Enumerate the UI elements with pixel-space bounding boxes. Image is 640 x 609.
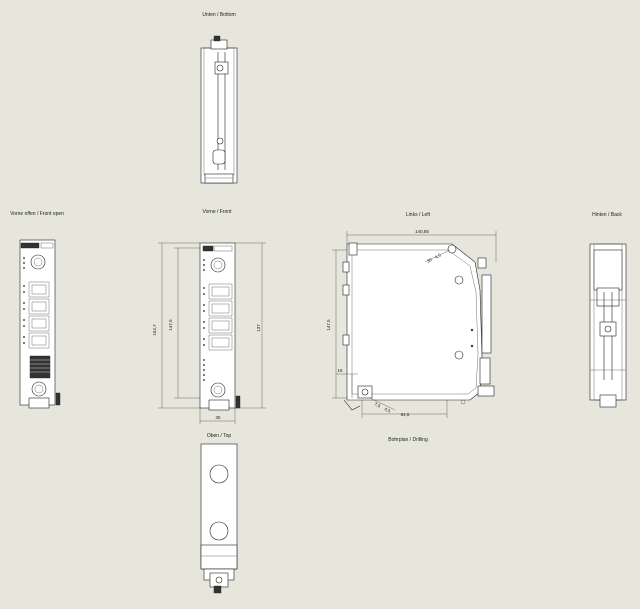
dim-front-width: 35 — [215, 415, 221, 420]
view-label-left: Links / Left — [405, 212, 431, 218]
back-view — [589, 243, 627, 408]
dim-left-drill-b: 4,5 — [384, 406, 392, 413]
view-label-front: Vorne / Front — [202, 209, 232, 215]
view-label-bottom: Unten / Bottom — [202, 12, 236, 18]
view-label-drilling: Bohrplan / Drilling — [388, 437, 428, 443]
view-label-top: Oben / Top — [206, 433, 232, 439]
left-view — [332, 231, 497, 418]
dim-left-width: 140,85 — [415, 229, 429, 234]
view-label-front-open: Vorne offen / Front open — [10, 211, 64, 217]
dim-front-height-inner: 147,5 — [168, 319, 173, 331]
dim-front-height-right: 137 — [256, 324, 261, 332]
bottom-view — [200, 35, 238, 184]
dim-left-drill-a: 7,5 — [374, 401, 382, 408]
top-view — [200, 443, 238, 594]
view-label-back: Hinten / Back — [592, 212, 622, 218]
dim-left-height: 147,5 — [326, 319, 331, 331]
dim-left-base: 84,5 — [401, 412, 410, 417]
dim-left-angle-b: 4,5 — [434, 252, 442, 260]
dim-front-height-outer: 154,7 — [152, 324, 157, 336]
front-view — [158, 242, 266, 424]
dim-left-offset: 16 — [337, 368, 343, 373]
front-open-view — [19, 239, 61, 409]
dim-left-angle-a: 30 — [426, 257, 433, 264]
